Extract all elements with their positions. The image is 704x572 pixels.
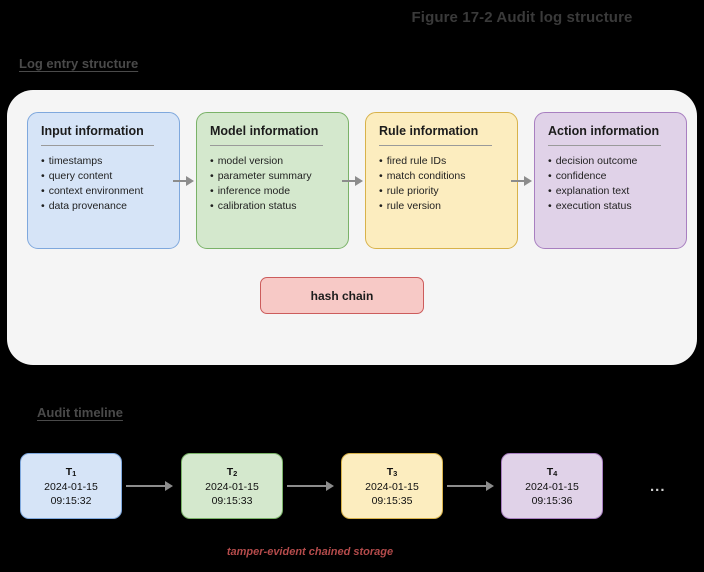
hash-chain-box: hash chain <box>260 277 424 314</box>
list-item: fired rule IDs <box>379 154 505 169</box>
arrow-head <box>186 176 194 186</box>
timeline-node-index: 1 <box>72 468 77 478</box>
list-item: calibration status <box>210 199 336 214</box>
flow-arrow-icon <box>342 176 364 186</box>
timeline-node-letter: T <box>546 465 554 478</box>
card-action-information: Action information decision outcome conf… <box>534 112 687 249</box>
arrow-shaft <box>126 485 166 487</box>
list-item: model version <box>210 154 336 169</box>
arrow-head <box>524 176 532 186</box>
card-title: Model information <box>210 124 319 138</box>
timeline-node-index: 4 <box>553 468 558 478</box>
timeline-node-date: 2024-01-15 <box>44 480 98 493</box>
timeline-node-label: T4 <box>547 465 558 480</box>
list-item: explanation text <box>548 184 674 199</box>
list-item: rule version <box>379 199 505 214</box>
timeline-node-time: 09:15:35 <box>371 494 413 507</box>
card-title: Input information <box>41 124 144 138</box>
flow-arrow-icon <box>511 176 533 186</box>
timeline-node-3: T3 2024-01-15 09:15:35 <box>341 453 443 519</box>
flow-arrow-icon <box>173 176 195 186</box>
timeline-node-2: T2 2024-01-15 09:15:33 <box>181 453 283 519</box>
card-divider <box>379 145 493 146</box>
timeline-node-1: T1 2024-01-15 09:15:32 <box>20 453 122 519</box>
arrow-shaft <box>342 180 356 182</box>
timeline-node-time: 09:15:32 <box>50 494 92 507</box>
timeline-node-index: 2 <box>233 468 238 478</box>
timeline-node-letter: T <box>386 465 394 478</box>
card-item-list: decision outcome confidence explanation … <box>548 154 674 214</box>
timeline-node-time: 09:15:33 <box>211 494 253 507</box>
card-item-list: model version parameter summary inferenc… <box>210 154 336 214</box>
list-item: query content <box>41 169 167 184</box>
timeline-node-time: 09:15:36 <box>531 494 573 507</box>
timeline-footer-note: tamper-evident chained storage <box>226 546 394 558</box>
timeline-node-letter: T <box>65 465 73 478</box>
timeline-node-label: T1 <box>66 465 77 480</box>
card-item-list: fired rule IDs match conditions rule pri… <box>379 154 505 214</box>
list-item: decision outcome <box>548 154 674 169</box>
card-input-information: Input information timestamps query conte… <box>27 112 180 249</box>
arrow-shaft <box>173 180 187 182</box>
card-divider <box>210 145 324 146</box>
card-divider <box>41 145 155 146</box>
timeline-node-letter: T <box>226 465 234 478</box>
list-item: context environment <box>41 184 167 199</box>
timeline-arrow-icon <box>287 481 335 491</box>
timeline-node-4: T4 2024-01-15 09:15:36 <box>501 453 603 519</box>
arrow-head <box>326 481 334 491</box>
list-item: execution status <box>548 199 674 214</box>
arrow-shaft <box>511 180 525 182</box>
timeline-node-label: T2 <box>227 465 238 480</box>
arrow-head <box>165 481 173 491</box>
figure-title: Figure 17-2 Audit log structure <box>411 9 633 26</box>
list-item: confidence <box>548 169 674 184</box>
card-item-list: timestamps query content context environ… <box>41 154 167 214</box>
section-heading-log-entry-structure: Log entry structure <box>19 56 139 71</box>
arrow-head <box>486 481 494 491</box>
card-rule-information: Rule information fired rule IDs match co… <box>365 112 518 249</box>
card-divider <box>548 145 662 146</box>
list-item: timestamps <box>41 154 167 169</box>
card-title: Rule information <box>379 124 479 138</box>
list-item: data provenance <box>41 199 167 214</box>
timeline-arrow-icon <box>126 481 174 491</box>
card-model-information: Model information model version paramete… <box>196 112 349 249</box>
timeline-node-index: 3 <box>393 468 398 478</box>
list-item: inference mode <box>210 184 336 199</box>
timeline-continuation-ellipsis: ... <box>650 478 666 495</box>
timeline-node-date: 2024-01-15 <box>525 480 579 493</box>
list-item: rule priority <box>379 184 505 199</box>
timeline-node-date: 2024-01-15 <box>205 480 259 493</box>
timeline-arrow-icon <box>447 481 495 491</box>
timeline-node-label: T3 <box>387 465 398 480</box>
timeline-node-date: 2024-01-15 <box>365 480 419 493</box>
list-item: parameter summary <box>210 169 336 184</box>
arrow-shaft <box>447 485 487 487</box>
section-heading-audit-timeline: Audit timeline <box>37 405 123 420</box>
card-title: Action information <box>548 124 660 138</box>
arrow-head <box>355 176 363 186</box>
arrow-shaft <box>287 485 327 487</box>
list-item: match conditions <box>379 169 505 184</box>
